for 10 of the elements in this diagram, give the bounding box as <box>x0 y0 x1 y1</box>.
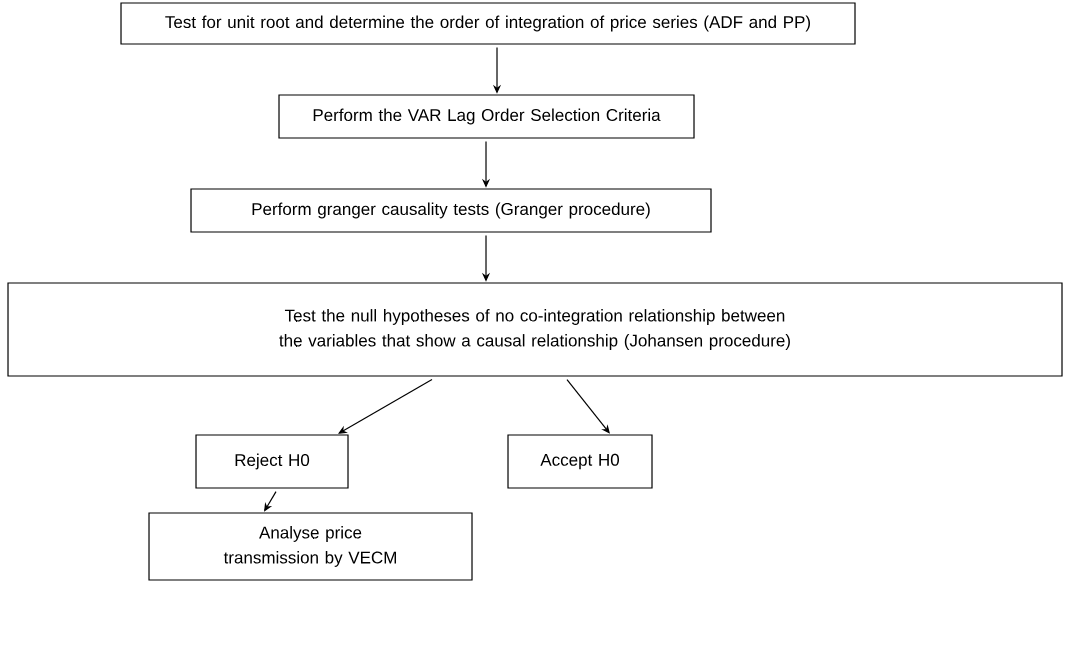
process-box: Test the null hypotheses of no co-integration relationship between the variables that show a causal relationship (Johansen procedure) <box>7 282 1063 377</box>
arrow <box>338 379 433 434</box>
process-box: Accept H0 <box>507 434 653 489</box>
arrow <box>264 491 277 512</box>
process-box: Perform the VAR Lag Order Selection Criteria <box>278 94 695 139</box>
process-box: Analyse price transmission by VECM <box>148 512 473 581</box>
process-box: Reject H0 <box>195 434 349 489</box>
arrow <box>566 379 610 434</box>
process-box: Perform granger causality tests (Granger procedure) <box>190 188 712 233</box>
process-box: Test for unit root and determine the order of integration of price series (ADF and PP) <box>120 2 856 45</box>
